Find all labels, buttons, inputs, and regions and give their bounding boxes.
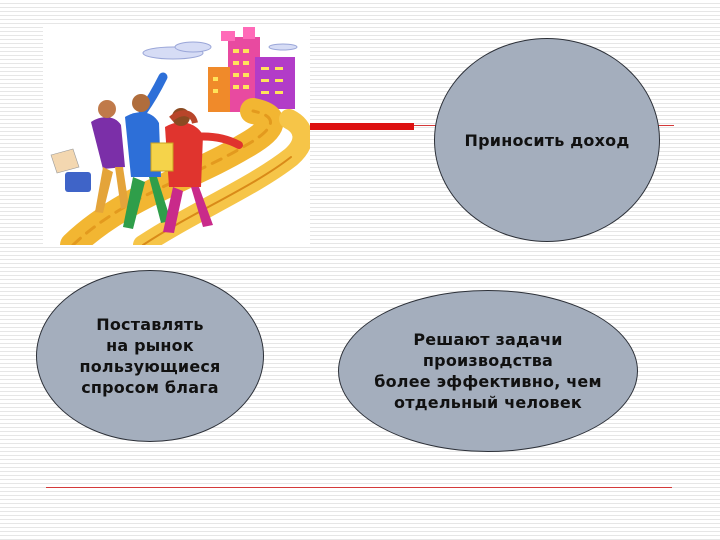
bubble-market-text: Поставлять на рынок пользующиеся спросом… (79, 315, 221, 397)
people-group-icon (50, 72, 243, 233)
footer-divider-line (46, 487, 672, 488)
bubble-income: Приносить доход (434, 38, 660, 242)
bubble-income-text: Приносить доход (464, 130, 630, 150)
cloud-icon (142, 41, 298, 60)
building-icon (208, 27, 295, 112)
accent-bar (310, 123, 414, 130)
bubble-tasks-text: Решают задачи производства более эффекти… (374, 330, 602, 412)
bubble-market: Поставлять на рынок пользующиеся спросом… (36, 270, 264, 442)
bubble-tasks: Решают задачи производства более эффекти… (338, 290, 638, 452)
people-walking-to-city-icon (43, 27, 313, 258)
road-icon (60, 98, 313, 258)
